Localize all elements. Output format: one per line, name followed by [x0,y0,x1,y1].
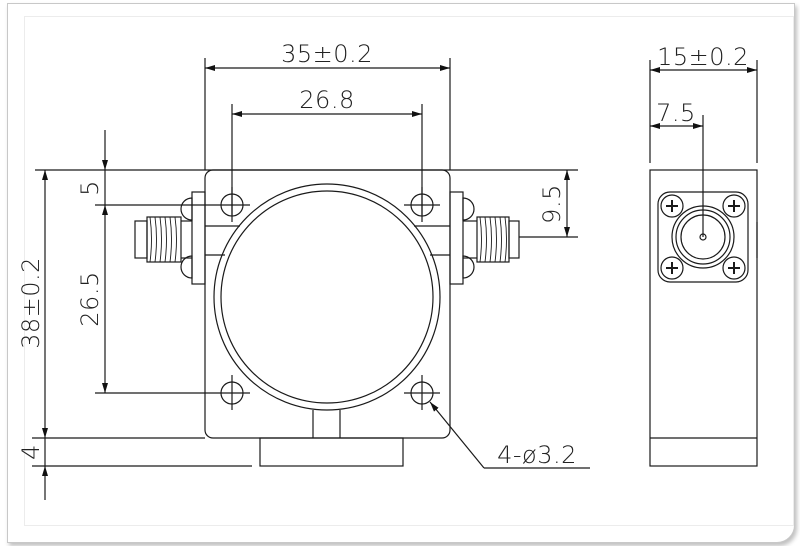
mounting-hole [214,375,250,410]
dim-top-to-hole: 5 [76,180,104,196]
dim-overall-width: 35±0.2 [281,40,373,68]
screw-icon [660,256,684,280]
screw-icon [722,194,746,218]
front-view [32,58,590,500]
mounting-hole [404,375,440,410]
dim-connector-offset: 9.5 [538,184,566,224]
left-sma-connector [134,191,206,285]
mounting-hole [404,187,440,222]
dim-hole-spacing-vertical: 26.5 [76,271,104,326]
dim-overall-height: 38±0.2 [17,257,45,349]
screw-icon [722,256,746,280]
right-sma-connector [449,191,520,285]
dim-base-height: 4 [17,444,45,460]
dim-depth: 15±0.2 [657,43,749,71]
drawing-inner-border [24,16,794,526]
dim-hole-spacing-horizontal: 26.8 [299,86,354,114]
drawing-frame [7,3,795,543]
dim-mounting-holes: 4-ø3.2 [497,441,577,469]
sma-flange-face [657,191,749,283]
dim-connector-center: 7.5 [656,99,696,127]
side-view [649,60,758,467]
mounting-hole [214,187,250,222]
screw-icon [660,194,684,218]
